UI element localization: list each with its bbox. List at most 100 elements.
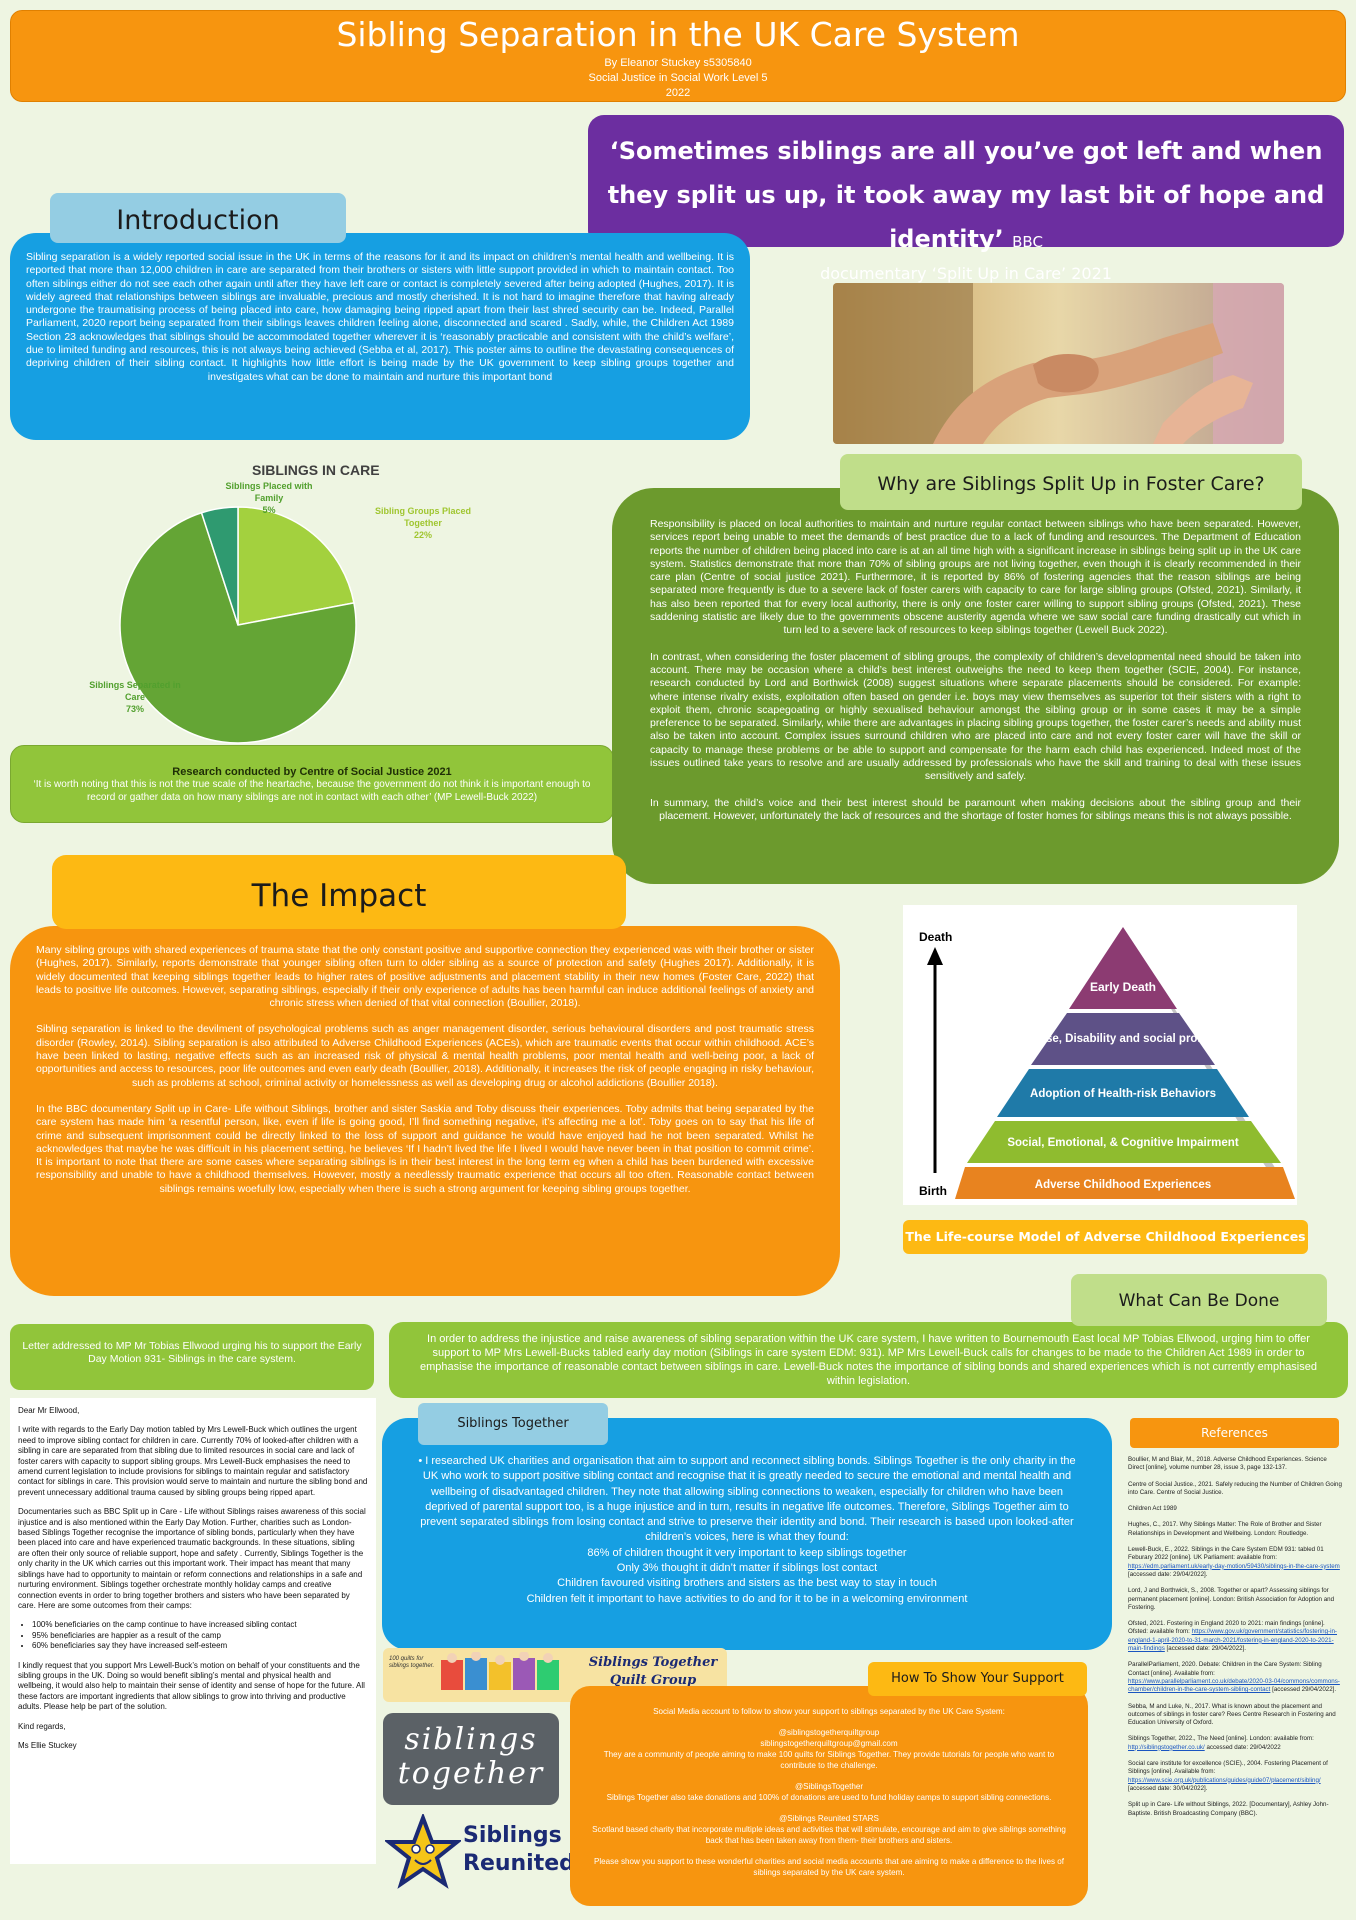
- list-item: 95% beneficiaries are happier as a resul…: [32, 1631, 368, 1641]
- quilt-figures-icon: [441, 1652, 559, 1690]
- pyramid-bottom-label: Birth: [919, 1184, 947, 1198]
- letter-paragraph: Documentaries such as BBC Split up in Ca…: [18, 1507, 366, 1610]
- letter-signoff: Kind regards,: [18, 1721, 66, 1731]
- introduction-heading: Introduction: [50, 193, 346, 243]
- poster-title: Sibling Separation in the UK Care System: [336, 15, 1020, 54]
- pyramid-label-2: Adoption of Health-risk Behaviors: [1030, 1088, 1216, 1100]
- reference-item: Ofsted, 2021. Fostering in England 2020 …: [1128, 1620, 1337, 1653]
- letter-caption-box: Letter addressed to MP Mr Tobias Ellwood…: [10, 1324, 374, 1390]
- siblings-together-finding: Children felt it important to have activ…: [526, 1592, 968, 1605]
- references-heading: References: [1130, 1418, 1339, 1448]
- pyramid-caption: The Life-course Model of Adverse Childho…: [903, 1220, 1308, 1254]
- reference-item: Split up in Care- Life without Siblings,…: [1128, 1801, 1329, 1817]
- research-box: Research conducted by Centre of Social J…: [10, 745, 614, 823]
- support-paragraph: @siblingstogetherquiltgroup siblingstoge…: [603, 1728, 1055, 1770]
- siblings-together-finding: 86% of children thought it very importan…: [587, 1546, 907, 1559]
- reference-item: Lord, J and Borthwick, S., 2008. Togethe…: [1128, 1587, 1335, 1611]
- reference-item: Siblings Together, 2022., The Need [onli…: [1128, 1735, 1314, 1751]
- reference-item: Lewell-Buck, E., 2022. Siblings in the C…: [1128, 1546, 1340, 1578]
- pyramid-label-3: Social, Emotional, & Cognitive Impairmen…: [1007, 1137, 1238, 1149]
- letter-outcomes-list: 100% beneficiaries on the camp continue …: [18, 1620, 368, 1651]
- reference-link[interactable]: https://www.scie.org.uk/publications/gui…: [1128, 1776, 1321, 1784]
- quote-box: ‘Sometimes siblings are all you’ve got l…: [588, 115, 1344, 283]
- impact-paragraph: In the BBC documentary Split up in Care-…: [36, 1102, 814, 1195]
- pyramid-label-1: Disease, Disability and social problems: [1015, 1033, 1230, 1045]
- pie-chart-svg: [119, 506, 357, 744]
- star-icon: [385, 1814, 461, 1889]
- reference-item: Sebba, M and Luke, N., 2017. What is kno…: [1128, 1702, 1336, 1727]
- reference-link[interactable]: https://www.parallelparliament.co.uk/deb…: [1128, 1677, 1340, 1694]
- pyramid-label-4: Adverse Childhood Experiences: [1035, 1179, 1211, 1191]
- reference-item: Social care institute for excellence (SC…: [1128, 1760, 1328, 1792]
- poster-year: 2022: [665, 87, 691, 99]
- holding-hands-photo: [833, 283, 1284, 444]
- pie-slice-together: [237, 506, 355, 626]
- letter-paragraph: I write with regards to the Early Day mo…: [18, 1425, 368, 1497]
- impact-heading: The Impact: [52, 855, 626, 929]
- chart-title: SIBLINGS IN CARE: [252, 462, 380, 478]
- siblings-together-finding: Children favoured visiting brothers and …: [557, 1577, 937, 1590]
- ace-pyramid-svg: Death Birth Early Death Disease, Disabil…: [919, 927, 1295, 1199]
- siblings-together-logo-text: siblings together: [397, 1722, 545, 1791]
- research-quote: ‘It is worth noting that this is not the…: [33, 779, 591, 803]
- reference-link[interactable]: http://siblingstogether.co.uk/: [1128, 1743, 1205, 1751]
- siblings-together-box: • I researched UK charities and organisa…: [382, 1418, 1112, 1650]
- letter-to-mp: Dear Mr Ellwood, I write with regards to…: [10, 1398, 376, 1864]
- reference-item: Boullier, M and Blair, M., 2018. Adverse…: [1128, 1456, 1327, 1472]
- pie-slice-family: [200, 506, 239, 626]
- siblings-together-logo: siblings together: [383, 1713, 559, 1805]
- quote-source: documentary ‘Split Up in Care’ 2021: [820, 264, 1112, 283]
- pyramid-level-risk-behaviors: [997, 1069, 1249, 1117]
- reference-link[interactable]: https://edm.parliament.uk/early-day-moti…: [1128, 1562, 1340, 1570]
- letter-caption: Letter addressed to MP Mr Tobias Ellwood…: [22, 1340, 362, 1366]
- poster-module: Social Justice in Social Work Level 5: [588, 72, 768, 84]
- siblings-together-intro: • I researched UK charities and organisa…: [418, 1455, 1076, 1544]
- pyramid-level-disease: [1031, 1013, 1215, 1065]
- arrow-up-icon: [927, 947, 943, 965]
- impact-paragraph: Sibling separation is linked to the devi…: [36, 1023, 814, 1089]
- pyramid-level-early-death: [1069, 927, 1177, 1009]
- impact-box: Many sibling groups with shared experien…: [10, 926, 840, 1296]
- support-paragraph: Please show you support to these wonderf…: [593, 1857, 1064, 1877]
- research-title: Research conducted by Centre of Social J…: [172, 766, 452, 778]
- pie-slice-separated: [119, 511, 357, 744]
- reference-item: Centre of Social Justice., 2021. Safely …: [1128, 1480, 1342, 1496]
- why-split-heading: Why are Siblings Split Up in Foster Care…: [840, 454, 1302, 510]
- reference-link[interactable]: https://www.gov.uk/government/statistics…: [1128, 1628, 1337, 1653]
- support-paragraph: @Siblings Reunited STARS Scotland based …: [592, 1814, 1066, 1845]
- poster-header: Sibling Separation in the UK Care System…: [10, 10, 1346, 102]
- introduction-box: Sibling separation is a widely reported …: [10, 233, 750, 440]
- siblings-together-heading: Siblings Together: [418, 1403, 608, 1445]
- what-can-be-done-box: In order to address the injustice and ra…: [389, 1322, 1348, 1398]
- why-paragraph: In summary, the child’s voice and their …: [650, 796, 1301, 822]
- support-paragraph: @SiblingsTogether Siblings Together also…: [606, 1782, 1052, 1802]
- ace-pyramid-diagram: Death Birth Early Death Disease, Disabil…: [903, 905, 1297, 1205]
- quilt-logo-title: Siblings Together Quilt Group: [588, 1655, 718, 1688]
- why-split-box: Responsibility is placed on local author…: [612, 488, 1339, 884]
- show-support-box: Social Media account to follow to show y…: [570, 1686, 1088, 1906]
- list-item: 100% beneficiaries on the camp continue …: [32, 1620, 368, 1630]
- letter-closing: I kindly request that you support Mrs Le…: [18, 1660, 365, 1712]
- support-paragraph: Social Media account to follow to show y…: [653, 1707, 1005, 1716]
- reference-item: ParallelParliament, 2020. Debate: Childr…: [1128, 1661, 1340, 1694]
- pyramid-level-aces: [955, 1167, 1295, 1199]
- references-list: Boullier, M and Blair, M., 2018. Adverse…: [1128, 1456, 1342, 1896]
- show-support-heading: How To Show Your Support: [868, 1662, 1087, 1696]
- why-paragraph: In contrast, when considering the foster…: [650, 650, 1301, 783]
- what-can-be-done-heading: What Can Be Done: [1071, 1274, 1327, 1326]
- siblings-together-finding: Only 3% thought it didn’t matter if sibl…: [616, 1562, 878, 1575]
- why-paragraph: Responsibility is placed on local author…: [650, 518, 1301, 637]
- quote-source-prefix: BBC: [1012, 233, 1043, 251]
- siblings-in-care-chart: SIBLINGS IN CARE Siblings Placed with Fa…: [70, 455, 530, 745]
- introduction-body: Sibling separation is a widely reported …: [26, 251, 734, 383]
- quilt-group-logo: 100 quilts for siblings together. Siblin…: [383, 1648, 727, 1702]
- reference-item: Children Act 1989: [1128, 1505, 1177, 1513]
- letter-salutation: Dear Mr Ellwood,: [18, 1406, 80, 1415]
- poster-author: By Eleanor Stuckey s5305840: [604, 57, 752, 69]
- quilt-logo-tagline: 100 quilts for siblings together.: [389, 1656, 435, 1669]
